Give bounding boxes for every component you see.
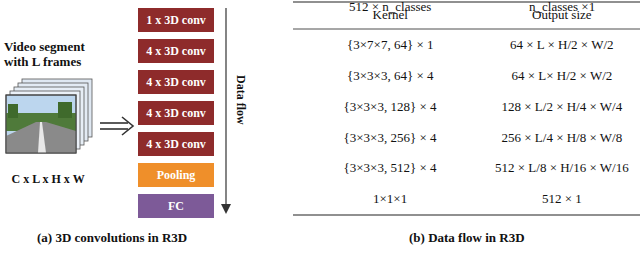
layer-box: 4 x 3D conv — [138, 101, 214, 125]
layer-label: FC — [168, 199, 184, 214]
layer-label: 4 x 3D conv — [146, 75, 206, 90]
data-flow-arrow — [221, 8, 231, 214]
table-cell: n_classes ×1 — [529, 0, 595, 15]
table-rules — [293, 2, 640, 215]
table-cell: {3×3×3, 64} × 4 — [347, 69, 433, 84]
table-cell: 256 × L/4 × H/8 × W/8 — [502, 131, 623, 146]
table-cell: {3×3×3, 256} × 4 — [344, 131, 437, 146]
table-cell: 64 × L× H/2 × W/2 — [512, 69, 613, 84]
layer-label: 1 x 3D conv — [146, 13, 206, 28]
layer-label: 4 x 3D conv — [146, 137, 206, 152]
table-cell: {3×7×7, 64} × 1 — [347, 38, 433, 53]
table-cell: 512 × n_classes — [349, 0, 431, 15]
table-cell: 128 × L/2 × H/4 × W/4 — [502, 100, 623, 115]
table-cell: 1×1×1 — [373, 192, 407, 207]
input-shape: C x L x H x W — [12, 173, 85, 187]
layer-label: 4 x 3D conv — [146, 106, 206, 121]
subfigure-caption: (b) Data flow in R3D — [409, 231, 525, 246]
layer-box: 4 x 3D conv — [138, 39, 214, 63]
layer-box: 4 x 3D conv — [138, 132, 214, 156]
flow-label: Data flow — [233, 75, 247, 125]
table-cell: {3×3×3, 128} × 4 — [344, 100, 437, 115]
table-cell: 64 × L × H/2 × W/2 — [510, 38, 614, 53]
layer-box: 1 x 3D conv — [138, 8, 214, 32]
layer-box: 4 x 3D conv — [138, 70, 214, 94]
layer-label: Pooling — [157, 168, 196, 183]
subfigure-caption: (a) 3D convolutions in R3D — [37, 231, 187, 246]
layer-label: 4 x 3D conv — [146, 44, 206, 59]
table-cell: 512 × L/8 × H/16 × W/16 — [495, 161, 629, 176]
layer-box: FC — [138, 194, 214, 218]
table-cell: 512 × 1 — [542, 192, 582, 207]
input-title: Video segment with L frames — [4, 40, 96, 70]
layer-box: Pooling — [138, 163, 214, 187]
double-arrow — [100, 117, 133, 135]
video-frames — [6, 79, 92, 153]
table-cell: {3×3×3, 512} × 4 — [344, 161, 437, 176]
